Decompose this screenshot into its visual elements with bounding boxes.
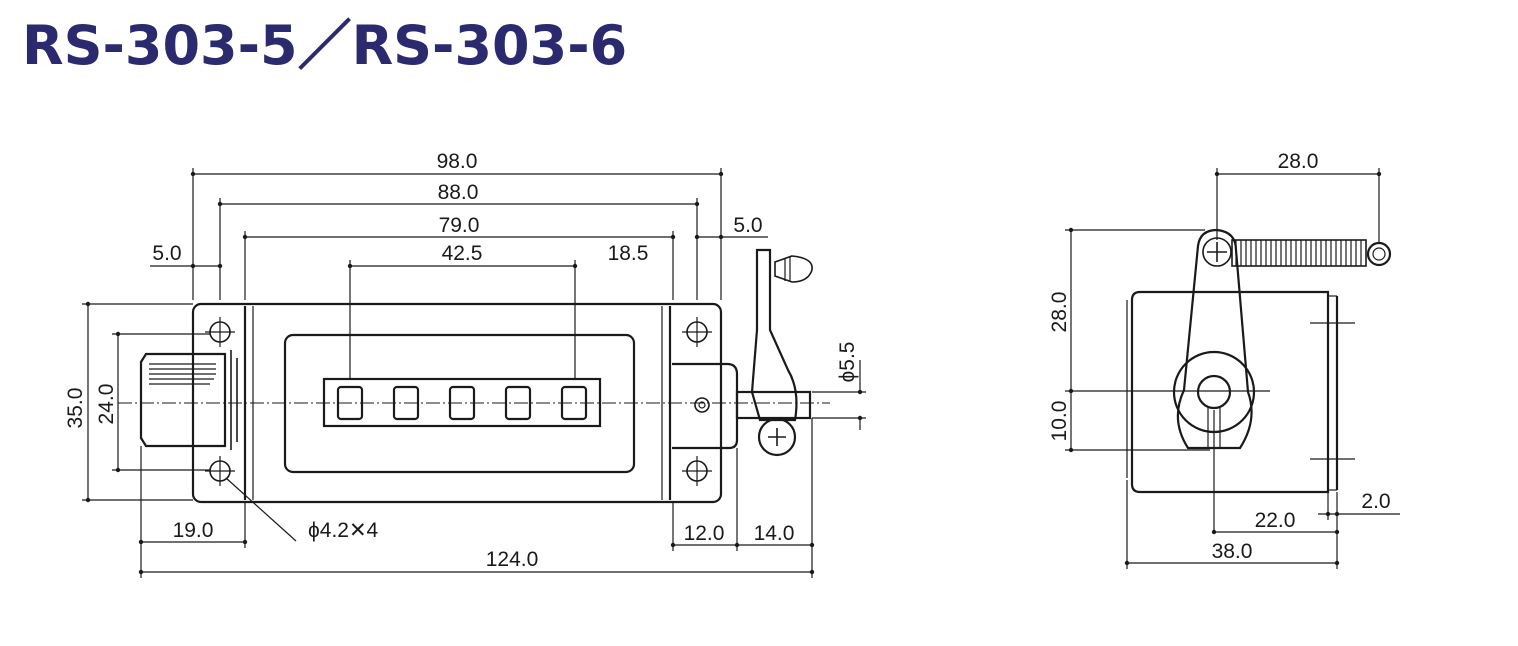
side-dimensions (1065, 168, 1400, 569)
dim-79: 79.0 (439, 214, 480, 237)
dim-shaft: ϕ5.5 (836, 342, 859, 383)
front-left-dimensions (82, 301, 210, 503)
shaft-dimension (812, 360, 866, 430)
side-view: 28.0 28.0 10.0 2.0 22.0 38.0 (1048, 150, 1400, 569)
side-dim-22: 22.0 (1255, 509, 1296, 532)
side-lever (1172, 228, 1256, 532)
dim-5-right: 5.0 (733, 214, 762, 237)
dim-12: 12.0 (684, 522, 725, 545)
dim-5-left: 5.0 (152, 242, 181, 265)
dim-42-5: 42.5 (442, 242, 483, 265)
dim-14: 14.0 (754, 522, 795, 545)
side-dim-28-left: 28.0 (1048, 292, 1071, 333)
front-top-dimensions (150, 168, 768, 379)
reset-knob (139, 350, 238, 450)
dim-18-5: 18.5 (608, 242, 649, 265)
dim-19: 19.0 (173, 519, 214, 542)
side-body (1130, 290, 1330, 494)
dim-35: 35.0 (64, 388, 87, 429)
screw (757, 417, 797, 457)
front-bottom-dimensions (138, 418, 815, 578)
dim-88: 88.0 (438, 181, 479, 204)
side-dim-38: 38.0 (1212, 540, 1253, 563)
dim-24: 24.0 (95, 384, 118, 425)
dim-98: 98.0 (437, 150, 478, 173)
side-dim-10: 10.0 (1048, 401, 1071, 442)
dim-hole: ϕ4.2✕4 (308, 519, 379, 542)
side-dim-2: 2.0 (1361, 490, 1390, 513)
spring (1231, 239, 1392, 267)
side-dim-28-top: 28.0 (1278, 150, 1319, 173)
dim-124: 124.0 (486, 548, 539, 571)
front-view: 98.0 88.0 79.0 42.5 18.5 5.0 5.0 35.0 24… (64, 150, 866, 578)
lever-assembly (672, 248, 813, 457)
mounting-holes (205, 317, 712, 486)
shaft (735, 390, 812, 420)
page-title: RS-303-5／RS-303-6 (22, 14, 628, 77)
